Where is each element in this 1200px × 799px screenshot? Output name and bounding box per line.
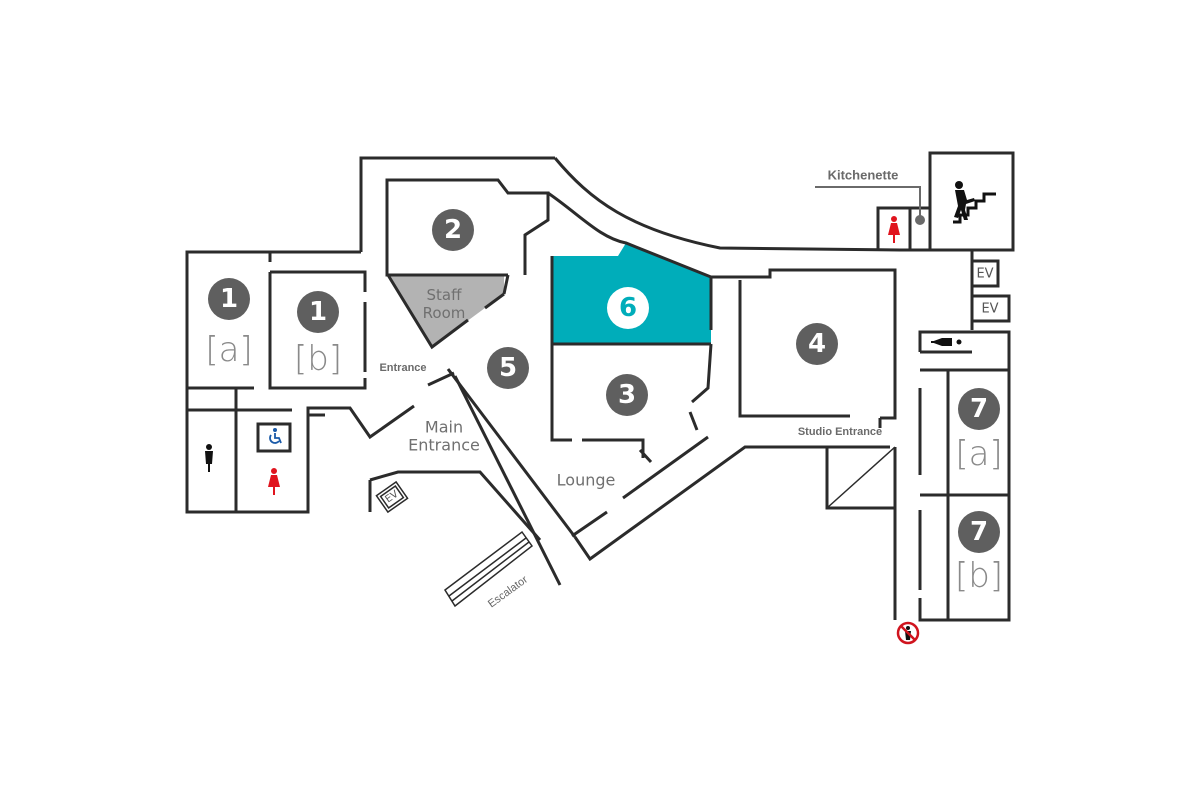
accessible-restroom-icon — [269, 428, 282, 444]
staff-room-label: Staff — [427, 286, 463, 304]
walls: EV — [185, 151, 1015, 622]
room-number: 7 — [970, 394, 988, 424]
kitchenette-label: Kitchenette — [828, 168, 899, 183]
room-7a[interactable]: 7 [a] — [955, 388, 1003, 474]
escalator-label: Escalator — [486, 573, 530, 610]
ev-label: EV — [976, 267, 993, 282]
room-number: 5 — [499, 353, 517, 383]
room-number: 6 — [619, 293, 637, 323]
female-restroom-icon — [888, 216, 900, 243]
main-entrance-label: Entrance — [408, 436, 480, 455]
staff-room-area[interactable] — [388, 275, 504, 347]
room-3[interactable]: 3 — [606, 374, 648, 416]
room-4[interactable]: 4 — [796, 323, 838, 365]
room-sub-label: [a] — [955, 434, 1002, 474]
ev-label: EV — [981, 302, 998, 317]
room-sub-label: [b] — [955, 556, 1003, 596]
room-sub-label: [b] — [294, 339, 342, 379]
no-entry-icon — [896, 621, 920, 645]
room-2[interactable]: 2 — [432, 209, 474, 251]
smoking-area-icon — [931, 338, 962, 346]
room-number: 4 — [808, 329, 826, 359]
stairs-icon[interactable] — [953, 181, 996, 224]
escalator — [443, 530, 534, 608]
staff-room-label: Room — [423, 304, 466, 322]
lounge-label: Lounge — [557, 471, 616, 490]
room-sub-label: [a] — [205, 330, 252, 370]
room-5[interactable]: 5 — [487, 347, 529, 389]
room-number: 1 — [220, 284, 238, 314]
room-1a[interactable]: 1 [a] — [205, 278, 253, 370]
room-number: 7 — [970, 517, 988, 547]
kitchenette-marker — [915, 215, 925, 225]
elevator-main[interactable]: EV — [375, 480, 409, 514]
room-1b[interactable]: 1 [b] — [294, 291, 342, 379]
room-6[interactable]: 6 — [607, 287, 649, 329]
room-number: 2 — [444, 215, 462, 245]
entrance-label: Entrance — [379, 362, 426, 374]
main-entrance-label: Main — [425, 418, 463, 437]
room-number: 3 — [618, 380, 636, 410]
room-7b[interactable]: 7 [b] — [955, 511, 1003, 596]
room-number: 1 — [309, 297, 327, 327]
studio-entrance-label: Studio Entrance — [798, 426, 882, 438]
male-restroom-icon — [205, 444, 213, 472]
female-restroom-icon — [268, 468, 280, 495]
kitchenette-leader-line — [815, 186, 921, 218]
